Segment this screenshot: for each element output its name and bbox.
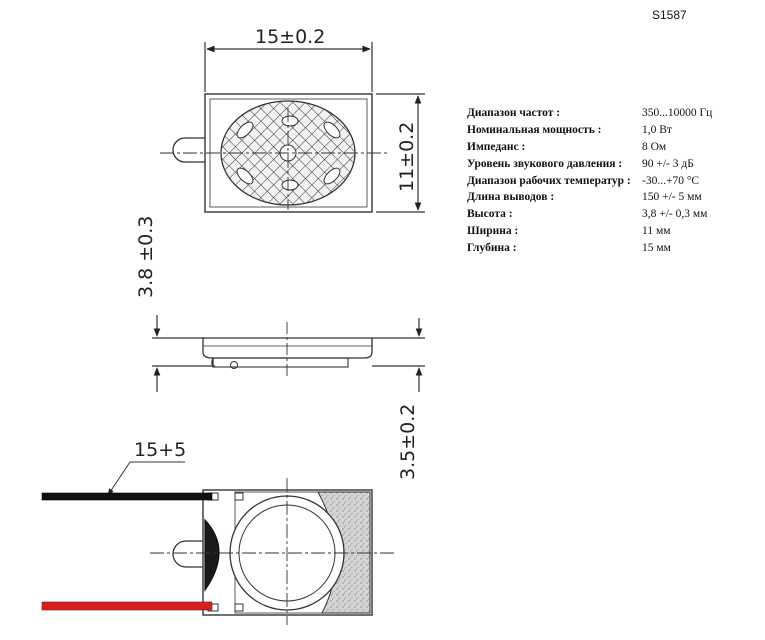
spec-value: 15 мм — [642, 242, 671, 255]
spec-value: 1,0 Вт — [642, 123, 672, 136]
spec-value: 150 +/- 5 мм — [642, 191, 702, 204]
top-view — [160, 42, 425, 213]
width-dimension-label: 15±0.2 — [255, 26, 325, 48]
bottom-view — [107, 461, 395, 625]
spec-value: 90 +/- 3 дБ — [642, 157, 694, 170]
terminal-dimension-label: 3.5±0.2 — [397, 404, 419, 480]
spec-label: Высота : — [467, 208, 513, 221]
spec-label: Диапазон частот : — [467, 107, 561, 119]
red-lead-wire — [41, 601, 213, 611]
thickness-dimension-label: 3.8 ±0.3 — [135, 216, 157, 298]
spec-value: 350...10000 Гц — [642, 107, 713, 119]
spec-value: 8 Ом — [642, 140, 667, 153]
spec-label: Длина выводов : — [467, 191, 555, 204]
height-dimension-label: 11±0.2 — [396, 122, 418, 192]
part-code: S1587 — [652, 8, 687, 22]
spec-label: Уровень звукового давления : — [467, 157, 623, 170]
spec-label: Диапазон рабочих температур : — [467, 174, 631, 187]
spec-value: 11 мм — [642, 225, 671, 238]
lead-length-label: 15+5 — [134, 439, 186, 461]
spec-label: Глубина : — [467, 242, 517, 255]
spec-label: Номинальная мощность : — [467, 123, 602, 136]
spec-label: Импеданс : — [467, 140, 526, 153]
spec-label: Ширина : — [467, 225, 519, 238]
black-lead-wire — [41, 492, 213, 501]
spec-value: -30...+70 °C — [642, 174, 700, 187]
spec-value: 3,8 +/- 0,3 мм — [642, 208, 708, 221]
side-view — [152, 315, 425, 392]
